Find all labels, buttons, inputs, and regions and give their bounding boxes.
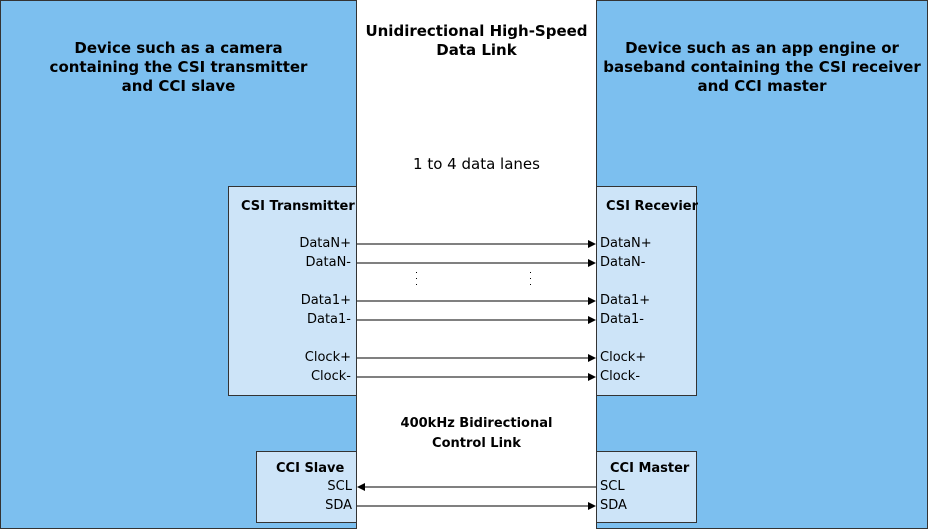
ellipsis-dots-right: [530, 272, 531, 285]
tx-signal-datan-plus: DataN+: [299, 236, 351, 251]
control-link-title-line: Control Link: [432, 436, 521, 451]
tx-signal-data1-minus: Data1-: [306, 312, 351, 327]
rx-signal-data1-plus: Data1+: [600, 293, 651, 308]
master-signal-scl: SCL: [600, 479, 625, 494]
rx-signal-data1-minus: Data1-: [600, 312, 645, 327]
right-device-title-line: and CCI master: [697, 77, 827, 95]
right-device-title-line: baseband containing the CSI receiver: [603, 58, 921, 76]
control-link-title: 400kHz Bidirectional Control Link: [357, 414, 596, 454]
tx-signal-clock-plus: Clock+: [304, 350, 351, 365]
csi-transmitter-title: CSI Transmitter: [241, 199, 355, 214]
high-speed-link-title: Unidirectional High-Speed Data Link: [357, 22, 596, 60]
csi-receiver-title: CSI Recevier: [606, 199, 699, 214]
slave-signal-sda: SDA: [325, 498, 352, 513]
cci-slave-title: CCI Slave: [276, 461, 345, 476]
left-device-title-line: containing the CSI transmitter: [49, 58, 308, 76]
tx-signal-clock-minus: Clock-: [310, 369, 351, 384]
rx-signal-clock-minus: Clock-: [600, 369, 641, 384]
left-device-title-line: Device such as a camera: [74, 39, 283, 57]
cci-master-title: CCI Master: [610, 461, 690, 476]
control-link-title-line: 400kHz Bidirectional: [400, 416, 553, 431]
ellipsis-dots-left: [416, 272, 417, 285]
csi-receiver-block: CSI Recevier: [596, 186, 699, 396]
slave-signal-scl: SCL: [327, 479, 352, 494]
left-device-title: Device such as a camera containing the C…: [1, 39, 356, 96]
tx-signal-datan-minus: DataN-: [305, 255, 351, 270]
right-device-title-line: Device such as an app engine or: [625, 39, 899, 57]
rx-signal-datan-plus: DataN+: [600, 236, 652, 251]
master-signal-sda: SDA: [600, 498, 627, 513]
tx-signal-data1-plus: Data1+: [300, 293, 351, 308]
high-speed-link-title-line: Data Link: [436, 41, 517, 59]
csi-transmitter-block: CSI Transmitter: [228, 186, 357, 396]
lanes-label: 1 to 4 data lanes: [413, 155, 540, 173]
high-speed-link-title-line: Unidirectional High-Speed: [365, 22, 588, 40]
cci-master-block: CCI Master: [596, 451, 697, 523]
right-device-title: Device such as an app engine or baseband…: [597, 39, 927, 96]
cci-slave-block: CCI Slave: [256, 451, 357, 523]
left-device-title-line: and CCI slave: [121, 77, 236, 95]
rx-signal-clock-plus: Clock+: [600, 350, 647, 365]
rx-signal-datan-minus: DataN-: [600, 255, 646, 270]
